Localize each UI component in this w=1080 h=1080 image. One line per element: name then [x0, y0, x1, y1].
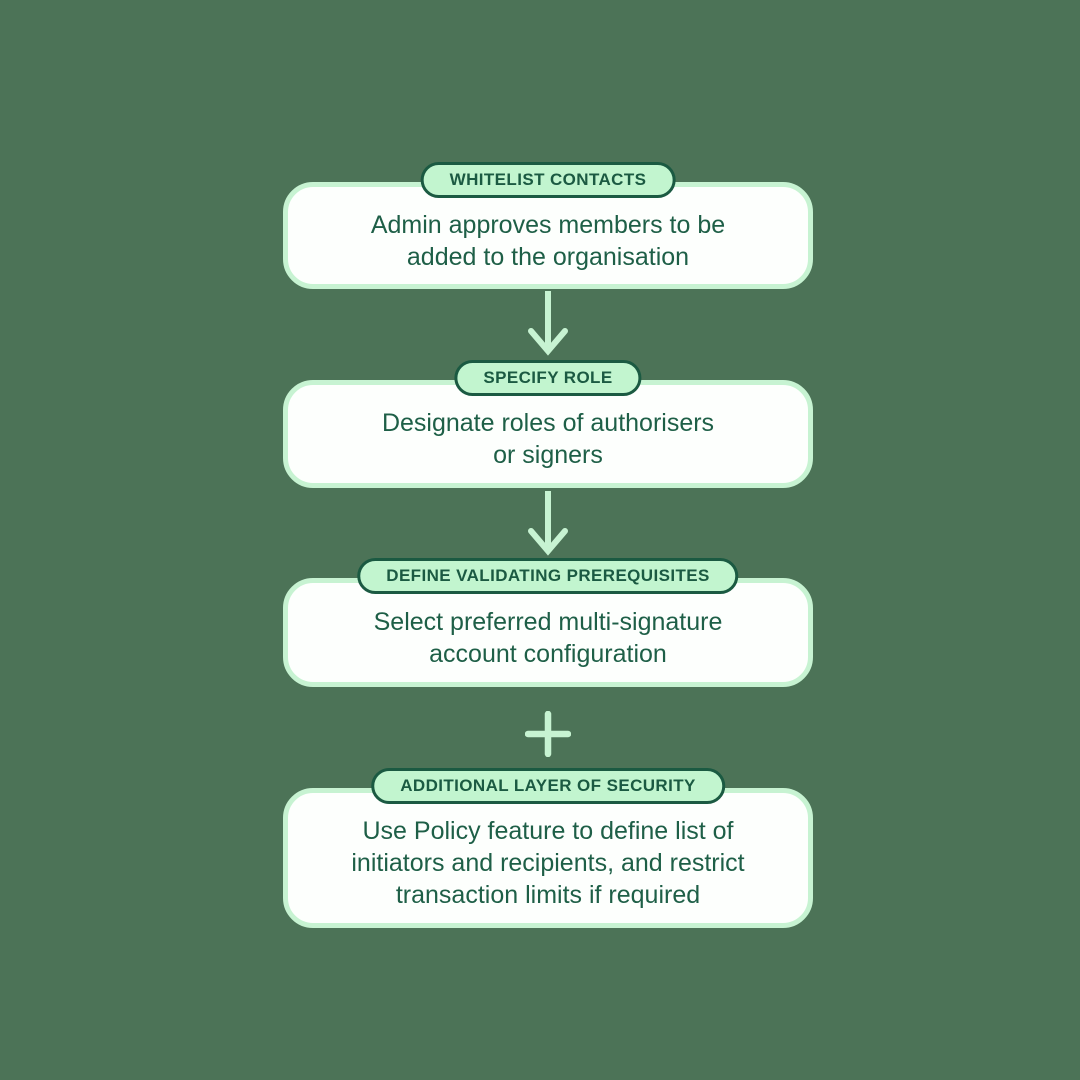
- step-description-additional-layer-of-security: Use Policy feature to define list of ini…: [351, 817, 745, 909]
- plus-icon: [525, 711, 571, 757]
- step-description-define-validating-prerequisites: Select preferred multi-signature account…: [373, 607, 723, 668]
- step-description-whitelist-contacts: Admin approves members to be added to th…: [370, 210, 726, 271]
- arrow-down-icon: [528, 291, 568, 356]
- step-card-whitelist-contacts: WHITELIST CONTACTS Admin approves member…: [283, 162, 813, 289]
- step-card-define-validating-prerequisites: DEFINE VALIDATING PREREQUISITES Select p…: [283, 558, 813, 687]
- arrow-down-icon: [528, 491, 568, 556]
- step-badge-whitelist-contacts: WHITELIST CONTACTS: [420, 162, 676, 198]
- step-badge-define-validating-prerequisites: DEFINE VALIDATING PREREQUISITES: [357, 558, 739, 594]
- step-badge-specify-role: SPECIFY ROLE: [454, 360, 642, 396]
- step-card-additional-layer-of-security: ADDITIONAL LAYER OF SECURITY Use Policy …: [283, 768, 813, 928]
- flowchart-stack: WHITELIST CONTACTS Admin approves member…: [283, 0, 813, 1080]
- step-badge-additional-layer-of-security: ADDITIONAL LAYER OF SECURITY: [371, 768, 725, 804]
- step-card-specify-role: SPECIFY ROLE Designate roles of authoris…: [283, 360, 813, 488]
- step-description-specify-role: Designate roles of authorisers or signer…: [381, 409, 715, 469]
